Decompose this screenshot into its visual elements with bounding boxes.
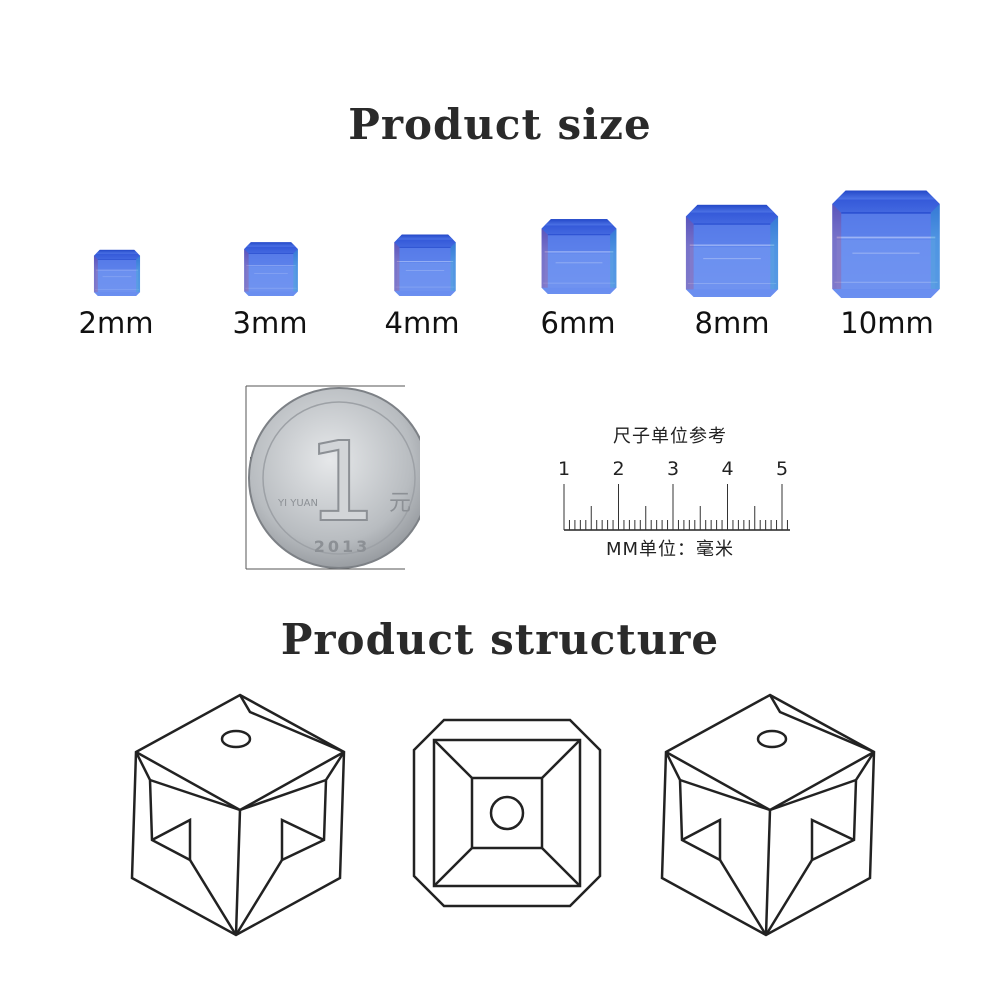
product-size-title: Product size <box>348 100 652 149</box>
ruler-number: 4 <box>721 458 733 480</box>
size-label-3mm: 3mm <box>232 306 308 340</box>
size-label-6mm: 6mm <box>540 306 616 340</box>
coin-value-digit: 1 <box>307 418 377 546</box>
bead-2mm-image <box>92 248 142 296</box>
size-label-2mm: 2mm <box>78 306 154 340</box>
bead-3mm-image <box>242 240 300 296</box>
coin-unit-char: 元 <box>389 491 411 516</box>
size-label-4mm: 4mm <box>384 306 460 340</box>
ruler-title: 尺子单位参考 <box>613 426 727 447</box>
coin-reference: 25mm 1 元 YI YUAN 2013 <box>245 385 420 570</box>
ruler-number: 1 <box>558 458 570 480</box>
coin-year: 2013 <box>314 537 371 556</box>
structure-diagram-right <box>660 693 876 937</box>
structure-diagram-left <box>130 693 346 937</box>
size-label-10mm: 10mm <box>840 306 934 340</box>
coin-pinyin: YI YUAN <box>277 498 318 509</box>
ruler-number: 3 <box>667 458 679 480</box>
bead-4mm-image <box>392 232 458 296</box>
dimension-line <box>245 385 405 570</box>
coin-image <box>248 387 420 569</box>
ruler-unit-label: MM单位：毫米 <box>605 539 735 560</box>
ruler-number: 5 <box>776 458 788 480</box>
bead-6mm-image <box>540 215 618 295</box>
ruler-number: 2 <box>612 458 624 480</box>
product-structure-title: Product structure <box>280 615 720 664</box>
size-label-8mm: 8mm <box>694 306 770 340</box>
structure-diagram-center <box>412 718 602 908</box>
ruler-scale: 1 2 3 4 5 <box>558 458 790 531</box>
bead-10mm-image <box>830 184 942 300</box>
bead-8mm-image <box>684 200 780 298</box>
